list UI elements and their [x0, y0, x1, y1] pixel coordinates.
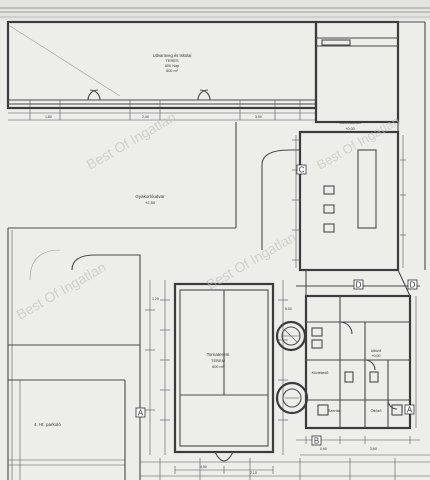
corridor-label: Közlekedő: [312, 371, 329, 375]
right-lower-wing: [296, 269, 430, 456]
axis-marker-a-right: [404, 404, 415, 415]
top-hall-label-1: Udvaroveg és Iskolai: [153, 53, 192, 58]
dim-text-1: 1,80: [45, 115, 52, 119]
bottom-right-label-1: Szertár: [328, 409, 341, 413]
top-hall-area: 600 m²: [166, 69, 179, 73]
top-hall-label-2: TERES: [165, 58, 179, 63]
central-hall: [145, 280, 288, 474]
axis-markers: C D D A A B: [135, 164, 418, 446]
axis-marker-c: [296, 164, 307, 175]
top-building: [6, 20, 318, 121]
axis-marker-d-right-label: D: [410, 281, 416, 290]
dim-text-9: 2,10: [250, 471, 257, 475]
axis-marker-d-left: [353, 279, 364, 290]
left-site: [7, 228, 141, 480]
right-mid-label-2: +0,00: [371, 354, 380, 358]
axis-marker-d-left-label: D: [356, 281, 362, 290]
hall-center-label-2: TEREM: [211, 358, 225, 363]
room-labels: Udvaroveg és Iskolai TERES 600 Nap 600 m…: [34, 53, 381, 427]
hall-center-label-3: 600 m²: [212, 365, 225, 369]
dim-text-8: 3,60: [370, 447, 377, 451]
middle-field-label-2: +2,50: [145, 200, 156, 205]
right-block-label-2: +0,00: [345, 127, 355, 131]
dimension-texts: 1,80 2,40 3,00 1,20 5,00 4,50 0,90 3,60 …: [45, 115, 377, 475]
middle-area: [8, 122, 406, 272]
axis-marker-a-left: [135, 407, 146, 418]
axis-marker-b-label: B: [314, 437, 319, 446]
axis-marker-c-label: C: [299, 166, 305, 175]
top-hall-label-3: 600 Nap: [165, 64, 179, 68]
axis-marker-d-right: [407, 279, 418, 290]
dim-text-7: 0,90: [320, 447, 327, 451]
axis-marker-b: [311, 435, 322, 446]
bottom-right-label-2: Öltöző: [371, 409, 382, 413]
dim-text-5: 5,00: [285, 307, 292, 311]
right-block-label-1: Járműtároló: [339, 120, 361, 125]
top-header-lines: [0, 7, 430, 18]
left-label: 4. Ht. parkoló: [34, 422, 61, 427]
hall-center-label-1: Tornaterem: [207, 352, 230, 357]
dim-text-4: 1,20: [152, 297, 159, 301]
dim-text-3: 3,00: [255, 115, 262, 119]
right-mid-label-1: öltöző: [371, 349, 381, 353]
dim-text-6: 4,50: [200, 465, 207, 469]
axis-marker-a-left-label: A: [138, 409, 144, 418]
bottom-dimensions: [140, 458, 430, 480]
dim-text-2: 2,40: [142, 115, 149, 119]
axis-marker-a-right-label: A: [407, 406, 413, 415]
middle-field-label-1: Gyakorlóudvar: [135, 194, 165, 199]
